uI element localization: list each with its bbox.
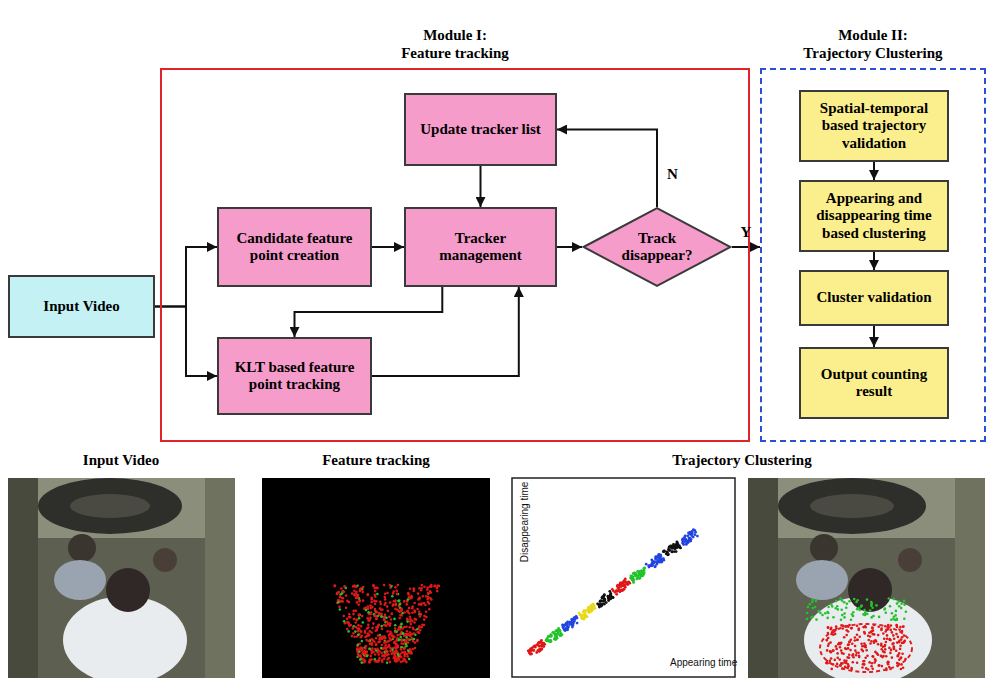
flow-arrow [732, 246, 760, 248]
panel-title: Feature tracking [322, 452, 430, 469]
edge-label: N [667, 166, 678, 183]
process-box: Update tracker list [404, 93, 557, 166]
process-box: Cluster validation [799, 270, 949, 326]
decision-diamond: Track disappear? [582, 207, 732, 287]
box-text: Cluster validation [810, 289, 937, 306]
process-box: Appearing and disappearing time based cl… [799, 180, 949, 252]
flow-arrow [155, 307, 217, 377]
module-frame: Module II: Trajectory ClusteringSpatial-… [760, 68, 986, 442]
feature-tracking-panel [262, 478, 490, 678]
box-text: Tracker management [406, 230, 555, 265]
axis-label: Appearing time [670, 657, 737, 668]
result-photo [748, 478, 985, 678]
box-text: KLT based feature point tracking [219, 359, 370, 394]
process-box: Output counting result [799, 347, 949, 419]
box-text: Candidate feature point creation [219, 230, 370, 265]
process-box: Tracker management [404, 207, 557, 287]
cluster-plot [512, 478, 735, 677]
edge-label: Y [741, 224, 752, 241]
flow-arrow [155, 247, 217, 307]
module-heading: Module I: Feature tracking [162, 26, 748, 62]
box-text: Spatial-temporal based trajectory valida… [801, 100, 947, 152]
flow-arrow [372, 287, 519, 376]
process-box: Candidate feature point creation [217, 207, 372, 287]
flow-arrow [873, 252, 875, 270]
panel-title: Input Video [83, 452, 159, 469]
module-heading: Module II: Trajectory Clustering [762, 26, 984, 62]
process-box: Spatial-temporal based trajectory valida… [799, 90, 949, 162]
input-photo [8, 478, 235, 678]
input-box: Input Video [8, 275, 155, 338]
flow-arrow [480, 166, 482, 207]
flow-arrow [873, 326, 875, 347]
panel-title: Trajectory Clustering [672, 452, 811, 469]
flow-arrow [873, 162, 875, 180]
box-text: Input Video [37, 298, 125, 315]
flow-arrow [372, 246, 404, 248]
flow-arrow [557, 130, 657, 208]
flow-arrow [557, 246, 582, 248]
flow-arrow [295, 287, 443, 337]
process-box: KLT based feature point tracking [217, 337, 372, 415]
box-text: Appearing and disappearing time based cl… [801, 190, 947, 242]
module-frame: Module I: Feature trackingUpdate tracker… [160, 68, 750, 442]
box-text: Update tracker list [414, 121, 547, 138]
box-text: Output counting result [801, 366, 947, 401]
axis-label: Disappearing time [519, 482, 530, 563]
box-text: Track disappear? [611, 230, 704, 265]
